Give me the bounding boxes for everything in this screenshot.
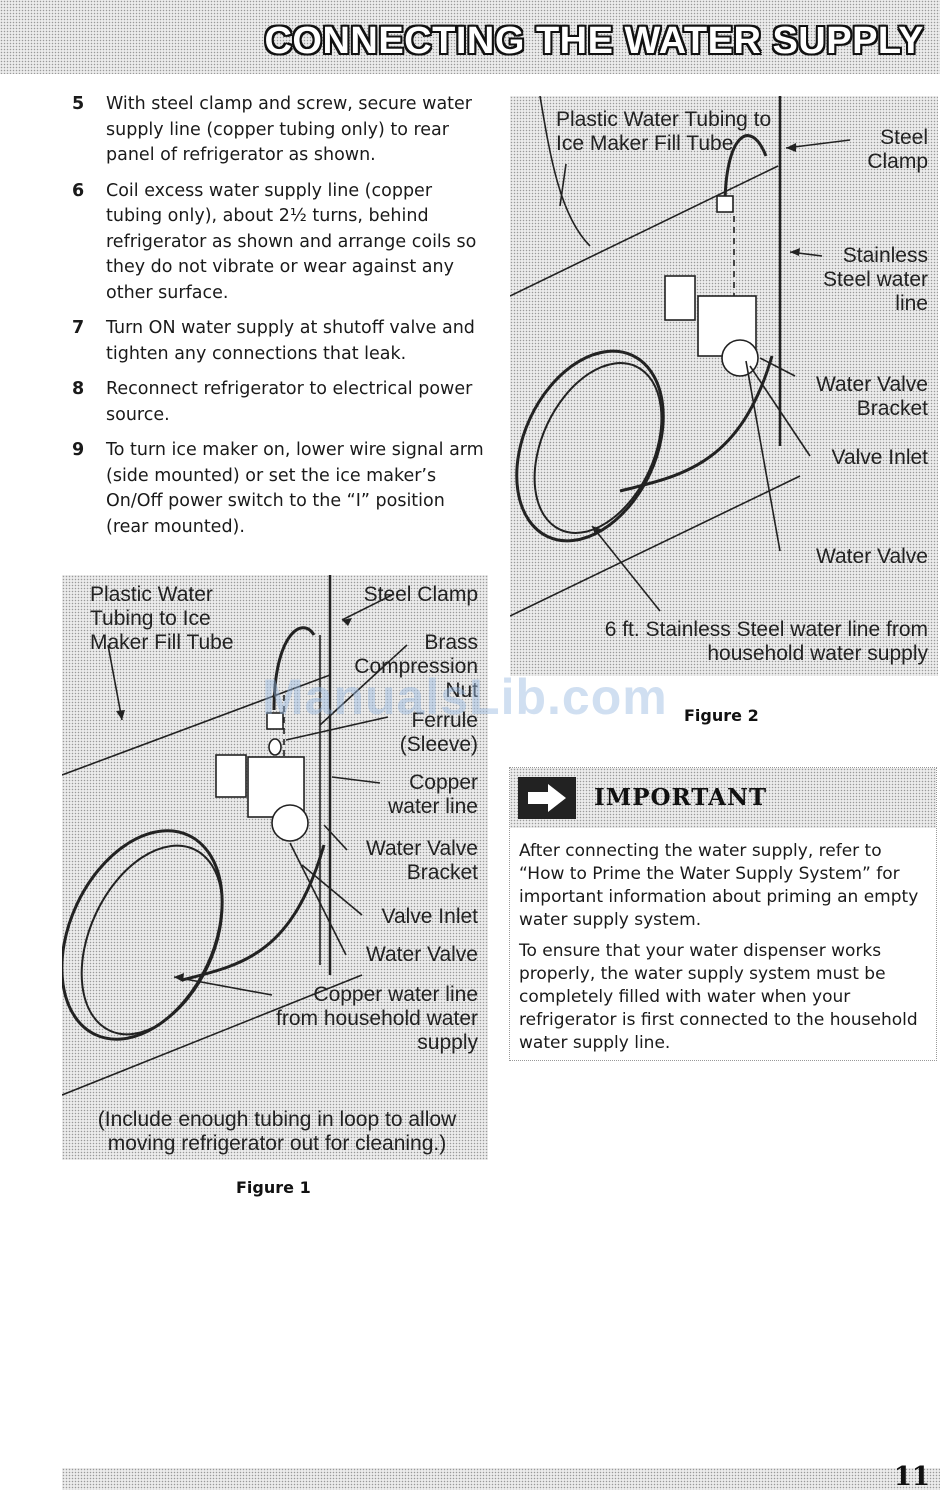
important-header: IMPORTANT [510, 768, 936, 828]
label-steel-clamp: Steel Clamp [363, 583, 478, 606]
label-stainless-line: Stainless Steel water line [822, 244, 928, 315]
label-water-valve: Water Valve [815, 545, 928, 568]
important-box: IMPORTANT After connecting the water sup… [509, 767, 937, 1061]
footer-bar [62, 1468, 940, 1490]
label-brass-nut: Brass Compression Nut [354, 631, 478, 702]
label-household-line: Copper water line from household water s… [276, 983, 478, 1054]
label-plastic-tubing: Plastic Water Tubing to Ice Maker Fill T… [90, 583, 234, 654]
figure-1-note: (Include enough tubing in loop to allow … [97, 1108, 457, 1155]
step-item: 8 Reconnect refrigerator to electrical p… [68, 377, 488, 428]
step-number: 8 [72, 379, 85, 399]
step-item: 5 With steel clamp and screw, secure wat… [68, 92, 488, 169]
figure-2-illustration [510, 96, 851, 617]
label-ferrule: Ferrule (Sleeve) [399, 709, 478, 756]
important-paragraph: After connecting the water supply, refer… [519, 841, 919, 930]
page-title: CONNECTING THE WATER SUPPLY [264, 20, 924, 62]
step-number: 6 [72, 180, 85, 201]
label-water-valve: Water Valve [365, 943, 478, 966]
step-number: 7 [72, 318, 85, 338]
label-valve-bracket: Water Valve Bracket [815, 373, 928, 420]
label-copper-line: Copper water line [388, 771, 478, 818]
step-number: 5 [72, 94, 85, 114]
page-number: 11 [893, 1462, 930, 1492]
step-text: Turn ON water supply at shutoff valve an… [106, 318, 475, 364]
label-valve-inlet: Valve Inlet [831, 446, 929, 469]
important-paragraph: To ensure that your water dispenser work… [519, 941, 918, 1053]
step-text: To turn ice maker on, lower wire signal … [106, 440, 484, 537]
step-text: Reconnect refrigerator to electrical pow… [106, 379, 473, 425]
label-valve-bracket: Water Valve Bracket [365, 837, 478, 884]
step-text: With steel clamp and screw, secure water… [106, 94, 472, 165]
arrow-right-icon [518, 777, 576, 819]
label-valve-inlet: Valve Inlet [381, 905, 479, 928]
figure-2: Plastic Water Tubing to Ice Maker Fill T… [510, 96, 938, 676]
step-item: 6 Coil excess water supply line (copper … [68, 179, 488, 307]
label-steel-clamp: Steel Clamp [867, 126, 928, 173]
step-text: Coil excess water supply line (copper tu… [106, 180, 477, 303]
watermark: ManualsLib.com [262, 669, 668, 725]
figure-1: Plastic Water Tubing to Ice Maker Fill T… [62, 575, 488, 1160]
step-item: 7 Turn ON water supply at shutoff valve … [68, 316, 488, 367]
figure-1-caption: Figure 1 [236, 1178, 311, 1197]
label-plastic-tubing: Plastic Water Tubing to Ice Maker Fill T… [556, 108, 772, 155]
step-number: 9 [72, 440, 85, 460]
figure-1-illustration [62, 575, 408, 1096]
label-household-line: 6 ft. Stainless Steel water line from ho… [604, 618, 928, 665]
important-title: IMPORTANT [594, 784, 768, 811]
important-body: After connecting the water supply, refer… [519, 840, 924, 1063]
figure-2-caption: Figure 2 [684, 706, 759, 725]
instruction-steps: 5 With steel clamp and screw, secure wat… [68, 92, 488, 550]
step-item: 9 To turn ice maker on, lower wire signa… [68, 438, 488, 540]
header-bar: CONNECTING THE WATER SUPPLY [0, 0, 940, 74]
